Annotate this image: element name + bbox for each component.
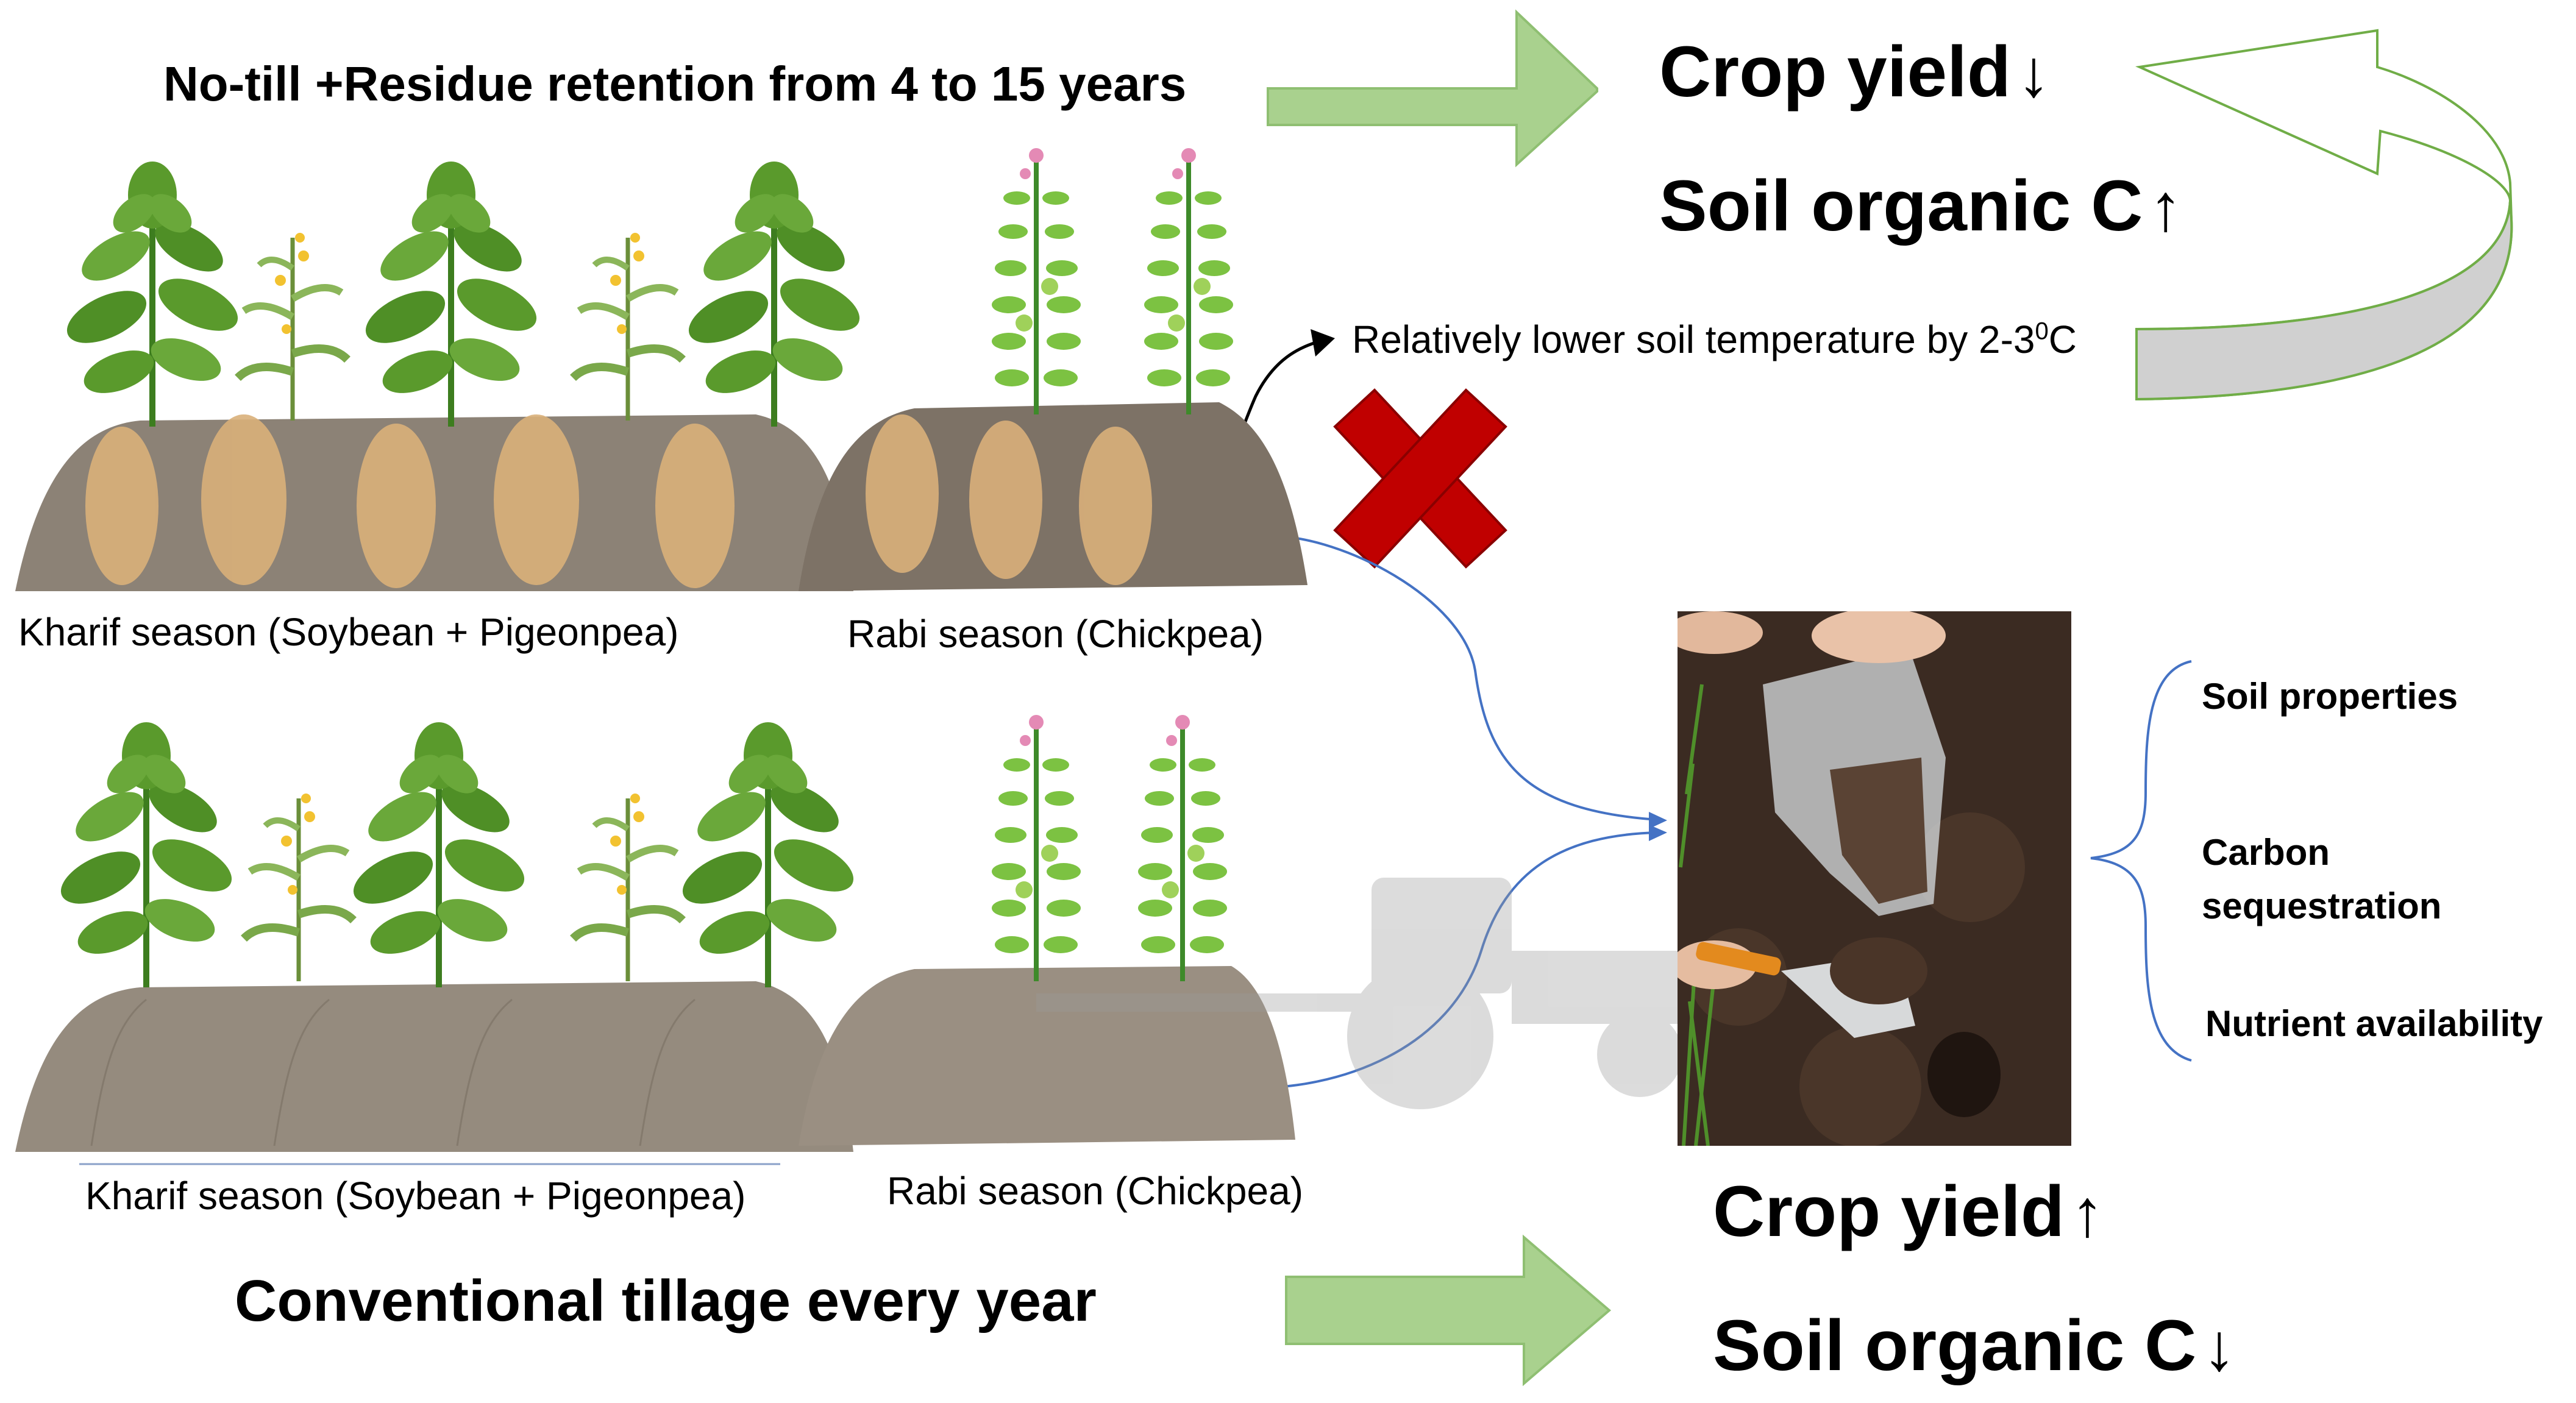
conventional-soil-organic-c: Soil organic C↓ <box>1713 1305 2236 1386</box>
connector-top <box>1273 535 1659 821</box>
down-arrow-icon: ↓ <box>2016 36 2051 111</box>
nutrient-availability-label: Nutrient availability <box>2205 1003 2543 1044</box>
up-arrow-icon: ↑ <box>2070 1176 2104 1251</box>
red-cross-icon <box>1333 388 1507 569</box>
soil-properties-label: Soil properties <box>2202 676 2458 717</box>
soil-sampling-photo <box>1678 611 2071 1146</box>
brace <box>2090 660 2192 1062</box>
bottom-rabi-label: Rabi season (Chickpea) <box>887 1169 1303 1213</box>
arrow-conventional <box>1285 1234 1612 1387</box>
temperature-note: Relatively lower soil temperature by 2-3… <box>1352 318 2077 361</box>
tractor-icon <box>1036 878 1682 1109</box>
up-arrow-icon: ↑ <box>2149 170 2183 245</box>
top-rabi-label: Rabi season (Chickpea) <box>847 612 1264 656</box>
conventional-crop-yield: Crop yield↑ <box>1713 1171 2104 1252</box>
connector-bottom <box>1243 831 1659 1090</box>
top-kharif-label: Kharif season (Soybean + Pigeonpea) <box>18 610 679 654</box>
conventional-heading: Conventional tillage every year <box>235 1268 1097 1334</box>
bottom-kharif-label: Kharif season (Soybean + Pigeonpea) <box>85 1174 746 1218</box>
no-till-crop-yield: Crop yield↓ <box>1659 32 2051 112</box>
no-till-soil-organic-c: Soil organic C↑ <box>1659 166 2183 246</box>
arrow-no-till <box>1267 9 1598 168</box>
down-arrow-icon: ↓ <box>2202 1310 2236 1385</box>
no-till-heading: No-till +Residue retention from 4 to 15 … <box>163 57 1187 111</box>
